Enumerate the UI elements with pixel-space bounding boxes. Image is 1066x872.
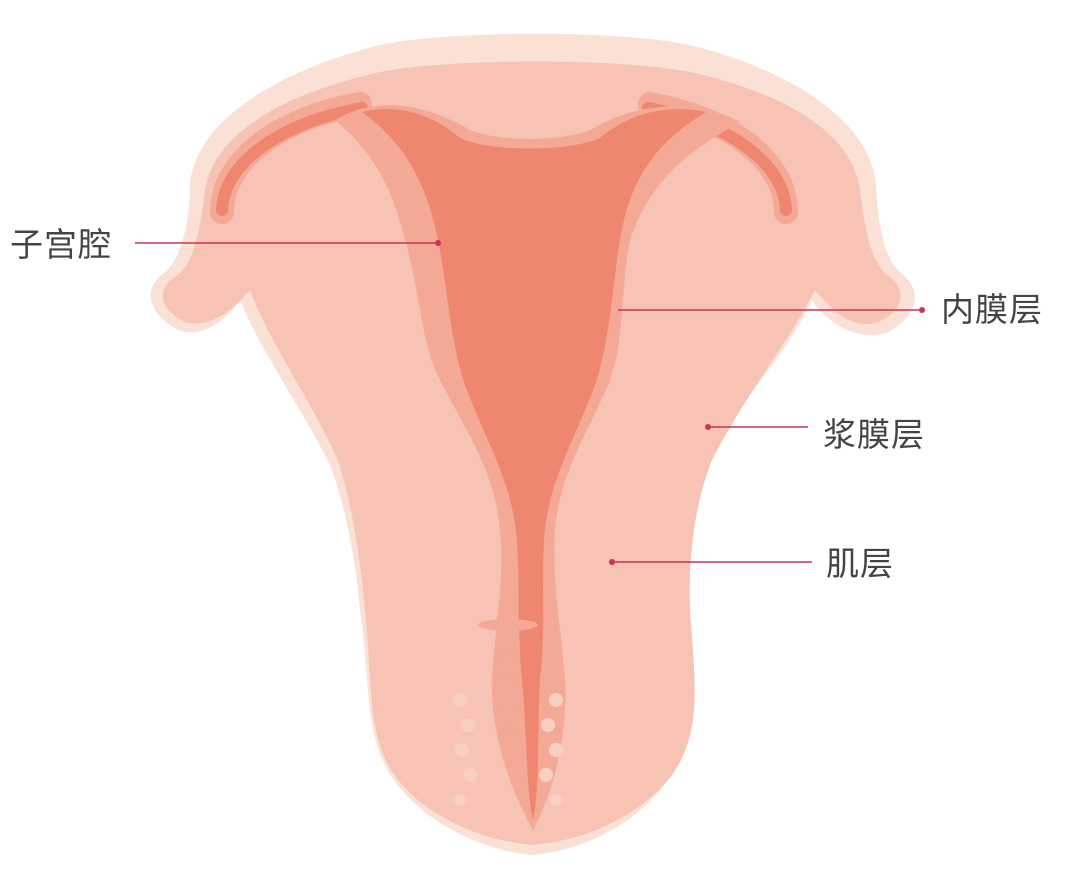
leader-serosa xyxy=(705,424,808,430)
uterine-cavity xyxy=(362,109,706,821)
leader-endometrium xyxy=(618,307,925,313)
label-serosa: 浆膜层 xyxy=(823,415,925,454)
label-uterine-cavity: 子宫腔 xyxy=(10,225,112,264)
cervix-dots-left xyxy=(453,693,477,806)
left-tube-inner xyxy=(216,102,368,216)
cervix-dots-right xyxy=(539,693,563,806)
leader-cavity xyxy=(135,240,441,246)
label-endometrium: 内膜层 xyxy=(941,290,1043,329)
leader-myometrium xyxy=(609,559,812,565)
label-myometrium: 肌层 xyxy=(826,544,894,583)
cervix-folds xyxy=(478,619,538,733)
